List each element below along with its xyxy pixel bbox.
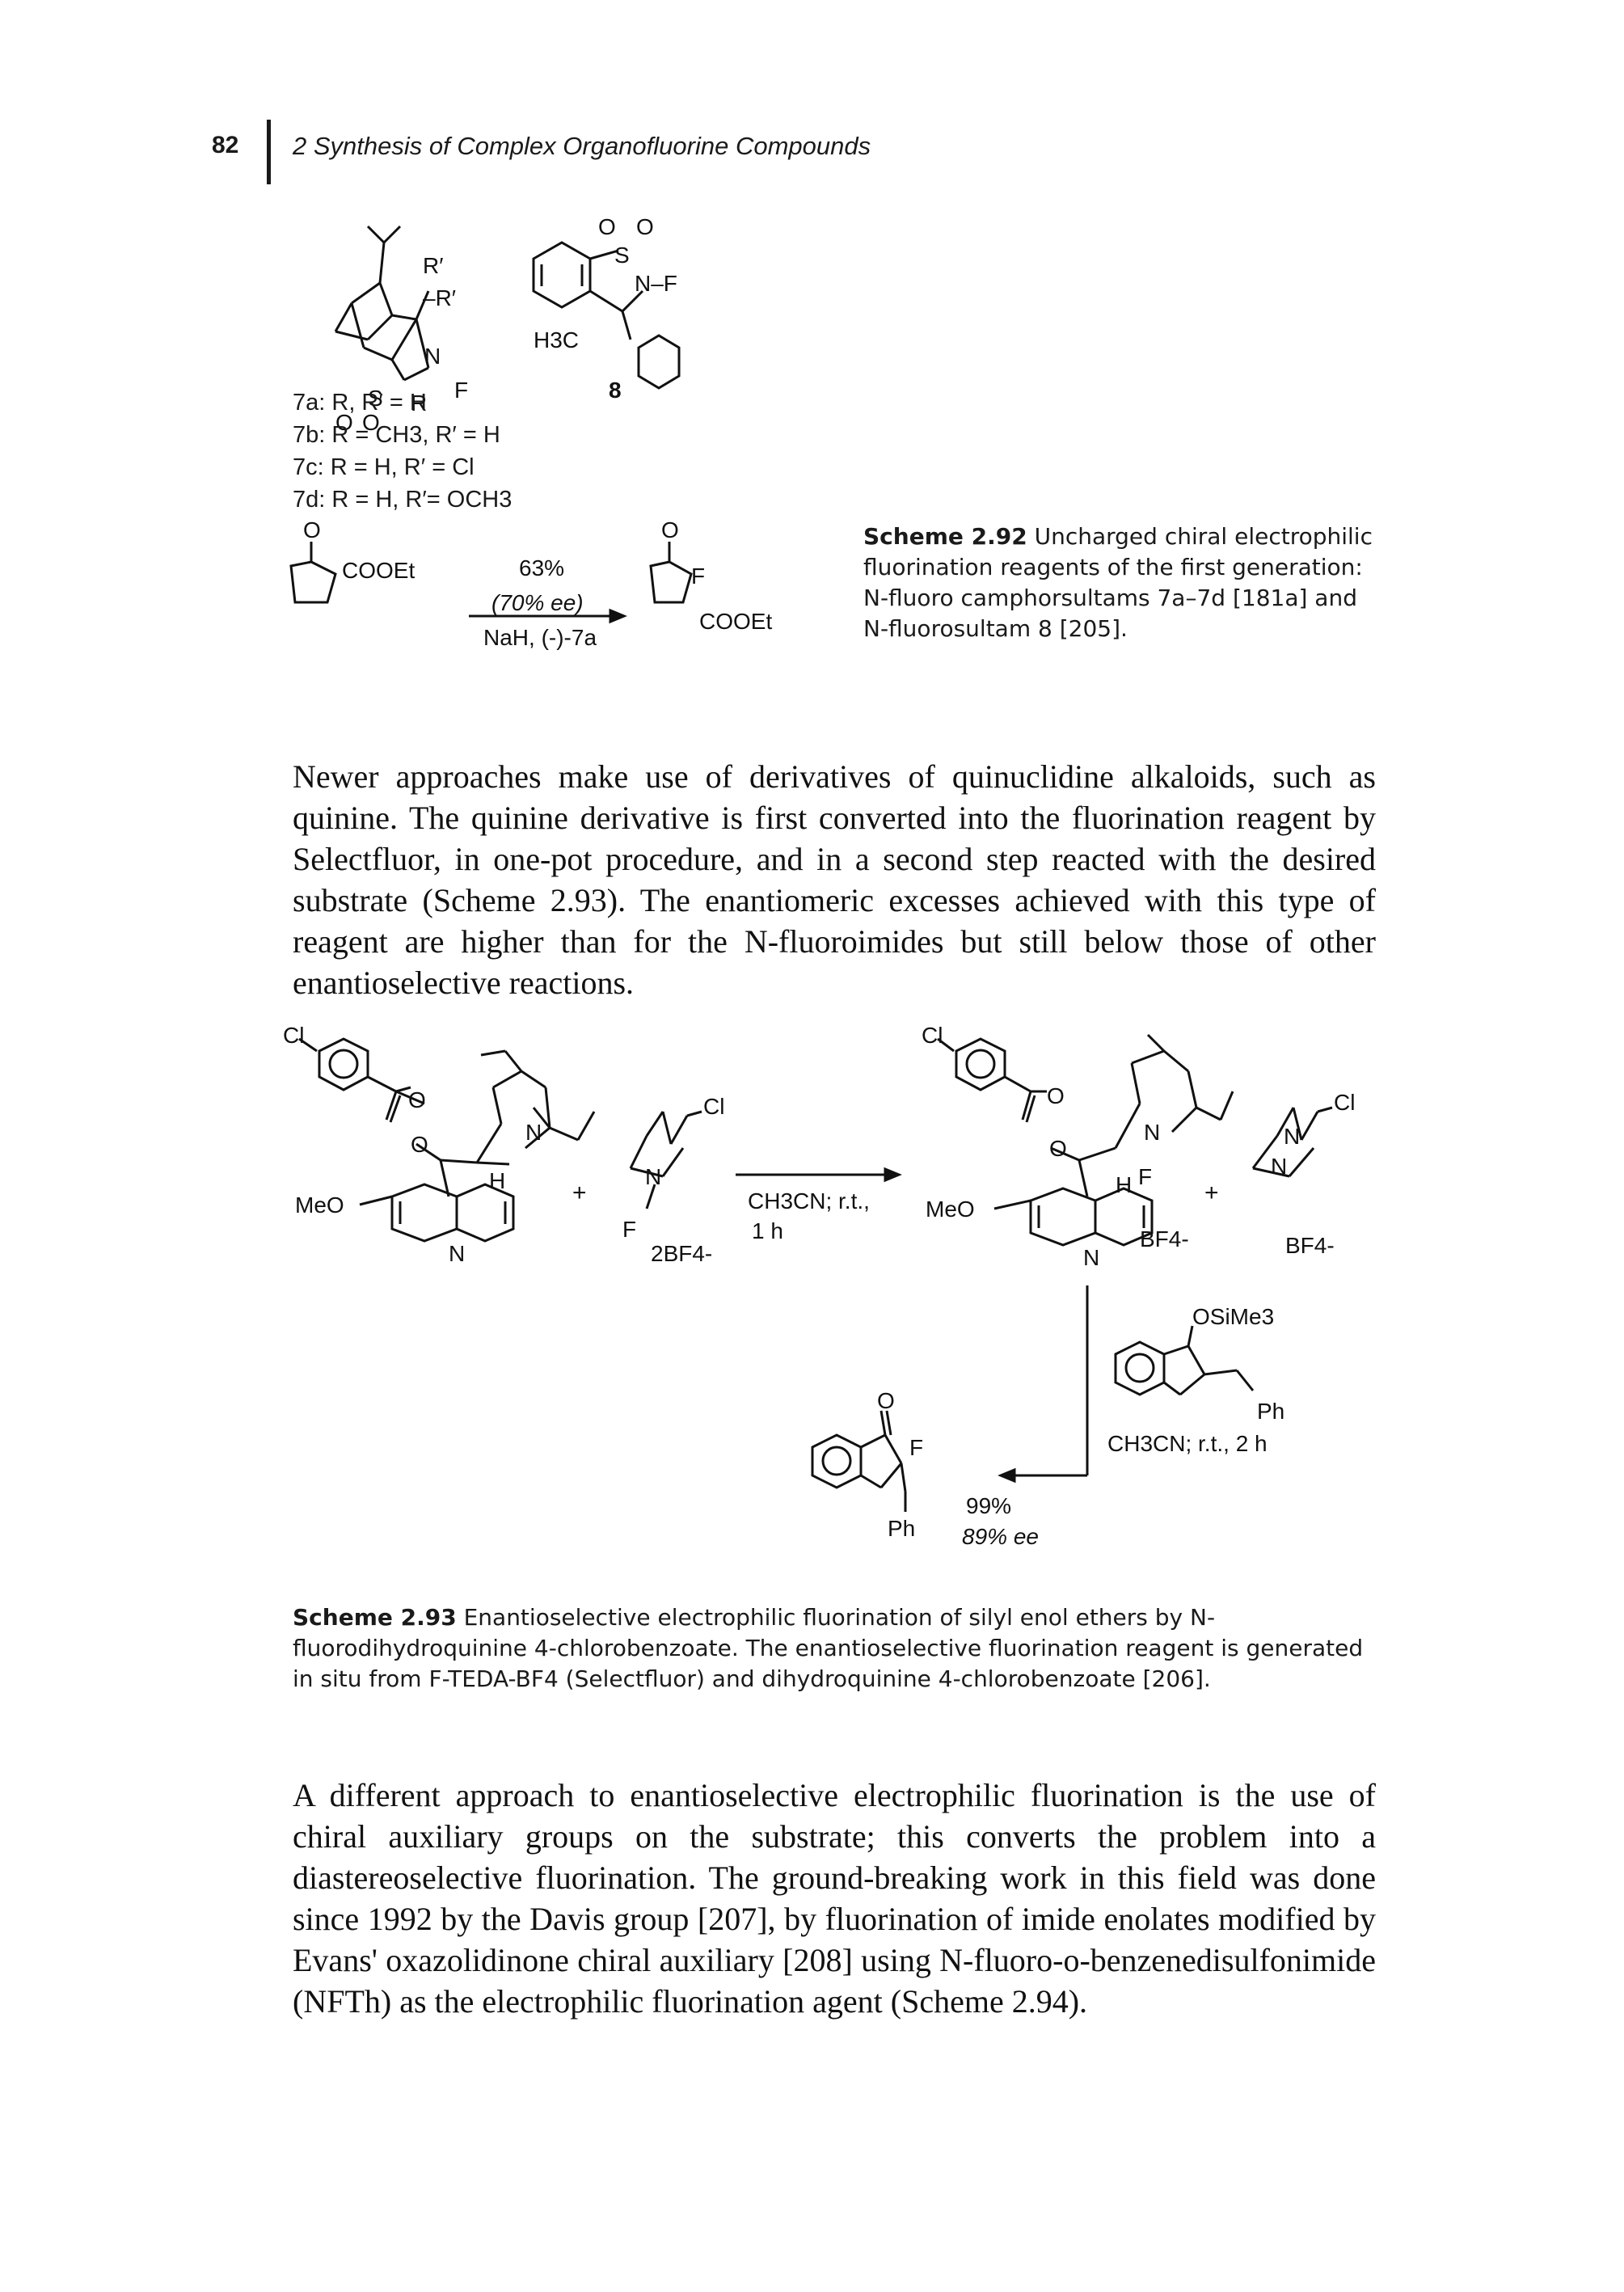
o-label-carbonyl-2: O xyxy=(1047,1083,1065,1108)
compound-label-7a: 7a: R, R′ = H xyxy=(293,390,427,416)
n-fluorodihydroquinine-structure xyxy=(937,1033,1234,1247)
conditions-label: NaH, (-)-7a xyxy=(483,625,597,650)
h3c-label: H3C xyxy=(534,327,579,352)
scheme-293-caption: Scheme 2.93 Enantioselective electrophil… xyxy=(293,1602,1376,1695)
cl-label-1: Cl xyxy=(283,1027,304,1048)
compound-label-7b: 7b: R = CH3, R′ = H xyxy=(293,422,500,448)
chapter-title: 2 Synthesis of Complex Organofluorine Co… xyxy=(293,132,871,160)
camphorsultam-structure xyxy=(334,225,430,382)
start-cooet-label: COOEt xyxy=(342,558,415,583)
f-label-1: F xyxy=(622,1217,636,1242)
product-o-label: O xyxy=(661,517,679,542)
scheme-292-caption-label: Scheme 2.92 xyxy=(863,523,1027,550)
scheme-293-structures: Cl O O MeO N H N + Cl N F 2BF4- CH3CN; r… xyxy=(283,1027,1355,1549)
cl-label-3: Cl xyxy=(922,1027,943,1048)
h-label-2: H xyxy=(1116,1172,1132,1197)
o-label-carbonyl-1: O xyxy=(408,1087,426,1112)
compound-8-label: 8 xyxy=(609,378,622,403)
o-label-2: O xyxy=(362,410,380,435)
paragraph-2: A different approach to enantioselective… xyxy=(293,1777,1376,2020)
n-label-quinoline-2: N xyxy=(1083,1245,1099,1270)
header-divider xyxy=(267,120,271,184)
sultam-s-label: S xyxy=(614,243,630,268)
compound-labels-7: 7a: R, R′ = H 7b: R = CH3, R′ = H 7c: R … xyxy=(293,386,512,516)
ph-label-2: Ph xyxy=(888,1516,915,1541)
scheme-292-caption-text: Uncharged chiral electrophilic fluorinat… xyxy=(863,523,1373,642)
ee-label-293: 89% ee xyxy=(962,1524,1039,1549)
scheme-293-caption-label: Scheme 2.93 xyxy=(293,1604,457,1631)
meo-label-2: MeO xyxy=(926,1197,975,1222)
r-prime-top-label: R′ xyxy=(423,253,443,278)
r-label: R xyxy=(411,390,427,416)
paragraph-1: Newer approaches make use of derivatives… xyxy=(293,758,1376,1001)
dihydroquinine-ester-structure xyxy=(298,1037,596,1243)
n-label: N xyxy=(424,344,441,369)
selectfluor-structure xyxy=(629,1110,702,1209)
s-label: S xyxy=(368,386,383,411)
meo-label-1: MeO xyxy=(295,1192,344,1218)
conditions-label-2: 1 h xyxy=(752,1218,783,1243)
byproduct-structure xyxy=(1251,1106,1333,1178)
scheme-293-caption-text: Enantioselective electrophilic fluorinat… xyxy=(293,1604,1364,1692)
n-label-quinuclidine-1: N xyxy=(525,1120,542,1145)
f-label-product: F xyxy=(909,1435,923,1460)
reaction-arrow-293 xyxy=(736,1167,902,1183)
h-label-1: H xyxy=(489,1168,505,1193)
fluoro-ketoester-product-structure xyxy=(649,542,693,604)
n-plus-label: N xyxy=(645,1164,661,1189)
ee-label: (70% ee) xyxy=(491,590,584,615)
salt-label-2: BF4- xyxy=(1140,1226,1189,1252)
cl-label-2: Cl xyxy=(703,1094,724,1119)
reaction-arrow-292 xyxy=(469,608,627,624)
product-f-label: F xyxy=(691,564,705,589)
yield-label: 63% xyxy=(519,555,564,580)
o-label-product: O xyxy=(877,1388,895,1413)
compound-label-7c: 7c: R = H, R′ = Cl xyxy=(293,454,475,480)
compound-label-7d: 7d: R = H, R′= OCH3 xyxy=(293,487,513,513)
start-o-label: O xyxy=(303,517,321,542)
second-step-arrow xyxy=(998,1285,1089,1484)
o-label-ester-2: O xyxy=(1049,1136,1067,1161)
silyl-enol-ether-structure xyxy=(1114,1325,1255,1396)
conditions-label-1: CH3CN; r.t., xyxy=(748,1188,870,1214)
f-label: F xyxy=(454,378,468,403)
scheme-292-structures: R′ –R′ N F S O O R O O S N–F H3C 8 O COO… xyxy=(289,214,772,650)
ketoester-start-structure xyxy=(289,542,337,604)
yield-label-293: 99% xyxy=(966,1493,1011,1518)
plus-sign-2: + xyxy=(1204,1180,1219,1206)
sultam-nf-label: N–F xyxy=(635,271,677,296)
cl-label-4: Cl xyxy=(1334,1090,1355,1115)
plus-sign-1: + xyxy=(572,1180,587,1206)
n-label-quinoline-1: N xyxy=(449,1241,465,1266)
scheme-292-caption: Scheme 2.92 Uncharged chiral electrophil… xyxy=(863,521,1373,644)
sultam-o-label-2: O xyxy=(636,214,654,239)
n-plus-label-2: N xyxy=(1144,1120,1160,1145)
o-label-1: O xyxy=(335,410,353,435)
fluoroindanone-structure xyxy=(811,1410,907,1512)
ph-label-1: Ph xyxy=(1257,1399,1284,1424)
n-label-byproduct-2: N xyxy=(1271,1154,1287,1179)
conditions-label-3: CH3CN; r.t., 2 h xyxy=(1107,1431,1268,1456)
sultam-o-label-1: O xyxy=(598,214,616,239)
r-prime-mid-label: –R′ xyxy=(423,285,456,310)
product-cooet-label: COOEt xyxy=(699,609,772,634)
page-number: 82 xyxy=(212,132,239,158)
salt-label-3: BF4- xyxy=(1285,1233,1335,1258)
n-label-byproduct-1: N xyxy=(1284,1124,1300,1149)
salt-label-1: 2BF4- xyxy=(651,1241,712,1266)
sultam-8-structure xyxy=(532,241,681,390)
f-label-2: F xyxy=(1138,1164,1152,1189)
o-label-ester-1: O xyxy=(411,1132,428,1157)
osime3-label: OSiMe3 xyxy=(1192,1304,1274,1329)
